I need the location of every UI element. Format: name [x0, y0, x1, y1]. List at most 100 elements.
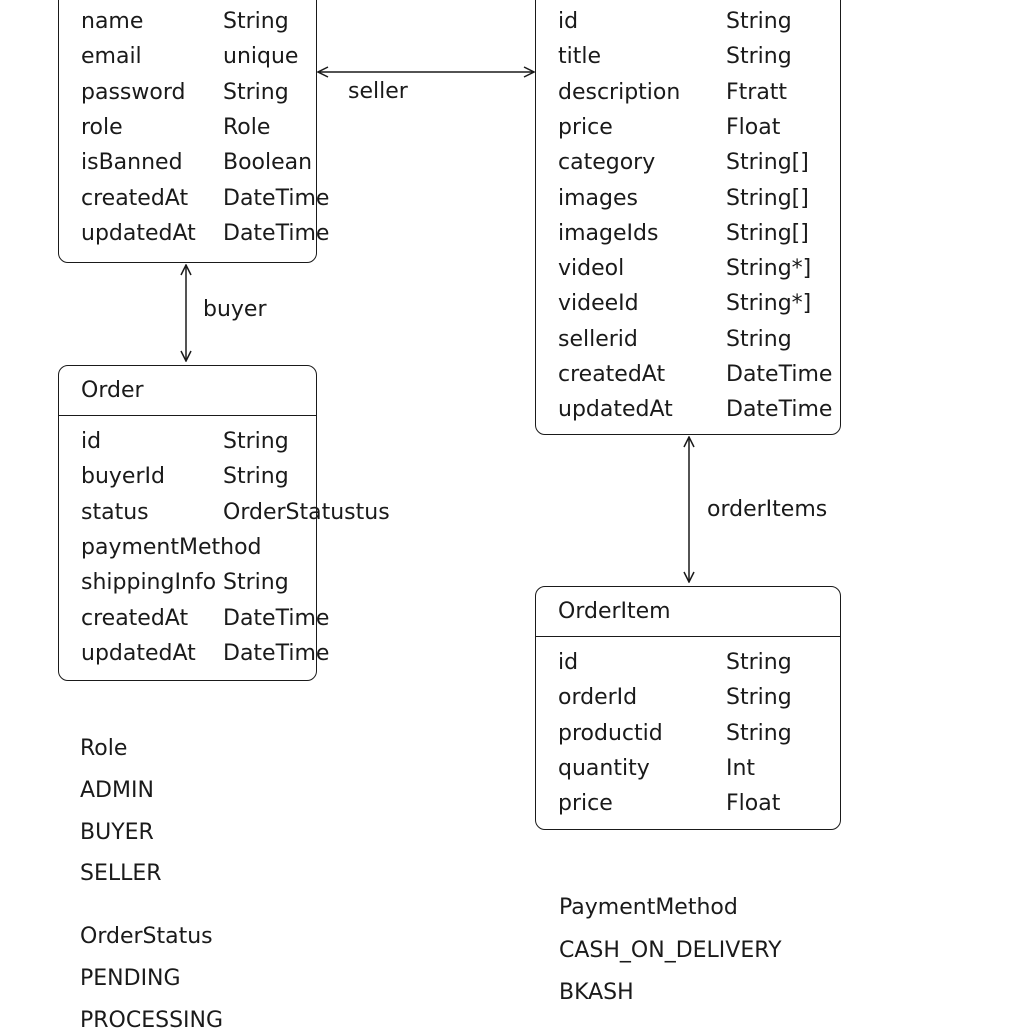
field-type: Float: [726, 791, 781, 817]
field-row: price Float: [536, 113, 840, 148]
field-type: String: [726, 720, 792, 746]
field-type: String*]: [726, 256, 812, 282]
field-name: isBanned: [81, 150, 183, 176]
field-row: orderId String: [536, 683, 840, 718]
field-name: status: [81, 499, 149, 525]
field-type: String: [726, 9, 792, 34]
field-row: videol String*]: [536, 254, 840, 289]
field-name: password: [81, 79, 186, 105]
role-enum-value: BUYER: [80, 820, 154, 845]
field-name: description: [558, 79, 681, 105]
field-row: id String: [59, 427, 316, 462]
buyer-relation-label: buyer: [203, 297, 267, 322]
field-row: description Ftratt: [536, 78, 840, 113]
field-type: String: [726, 44, 792, 70]
field-type: DateTime: [223, 640, 330, 666]
field-row: sellerid String: [536, 325, 840, 360]
field-type: String: [726, 685, 792, 711]
field-name: shippingInfo: [81, 570, 217, 596]
order-items-relation-label: orderItems: [707, 497, 828, 522]
field-type: DateTime: [726, 397, 833, 423]
field-name: id: [81, 429, 102, 454]
payment-method-enum-name: PaymentMethod: [559, 895, 738, 920]
role-enum-value: ADMIN: [80, 778, 154, 803]
order-item-header: OrderItem: [536, 587, 840, 637]
field-type: DateTime: [223, 220, 330, 246]
field-type: unique: [223, 44, 299, 70]
seller-relation-label: seller: [348, 79, 408, 104]
field-name: buyerId: [81, 464, 165, 490]
field-type: String: [223, 429, 289, 454]
field-name: orderId: [558, 685, 638, 711]
field-type: Float: [726, 114, 781, 140]
field-type: DateTime: [223, 185, 330, 211]
field-row: createdAt DateTime: [59, 184, 329, 219]
field-row: price Float: [536, 789, 840, 824]
order-header: Order: [59, 366, 316, 416]
order-title: Order: [81, 378, 144, 403]
field-type: String: [726, 650, 792, 675]
field-row: password String: [59, 78, 316, 113]
field-name: videeId: [558, 291, 639, 317]
order-status-enum-value: PENDING: [80, 966, 181, 991]
order-item-title: OrderItem: [558, 599, 671, 624]
field-row: videeId String*]: [536, 289, 840, 324]
field-name: price: [558, 791, 613, 817]
order-status-enum-value: PROCESSING: [80, 1008, 224, 1033]
field-name: createdAt: [558, 362, 666, 387]
field-name: sellerid: [558, 326, 638, 352]
field-row: images String[]: [536, 184, 840, 219]
field-type: String: [223, 79, 289, 105]
order-status-enum: OrderStatus PENDING PROCESSING: [80, 922, 340, 1033]
field-type: Role: [223, 114, 271, 140]
field-name: paymentMethod: [81, 534, 262, 560]
field-name: images: [558, 185, 638, 211]
payment-method-enum: PaymentMethod CASH_ON_DELIVERY BKASH: [559, 893, 859, 1013]
field-type: DateTime: [223, 605, 330, 631]
field-type: String[]: [726, 185, 809, 211]
field-type: String[]: [726, 220, 809, 246]
field-name: createdAt: [81, 185, 189, 211]
field-row: updatedAt DateTime: [536, 395, 840, 430]
field-name: updatedAt: [558, 397, 673, 423]
field-row: updatedAt DateTime: [59, 219, 329, 254]
field-row: name String: [59, 7, 316, 42]
field-name: name: [81, 9, 144, 34]
field-type: Boolean: [223, 150, 313, 176]
field-type: String: [223, 9, 289, 34]
field-name: role: [81, 114, 123, 140]
field-type: Ftratt: [726, 79, 788, 105]
field-name: videol: [558, 256, 625, 282]
field-row: title String: [536, 42, 840, 77]
field-type: String*]: [726, 291, 812, 317]
field-name: title: [558, 44, 602, 70]
order-status-enum-name: OrderStatus: [80, 924, 213, 949]
field-type: String: [223, 570, 289, 596]
field-type: String: [223, 464, 289, 490]
field-type: Int: [726, 755, 756, 781]
role-enum-name: Role: [80, 736, 128, 761]
field-row: paymentMethod: [59, 533, 316, 568]
field-row: productid String: [536, 719, 840, 754]
role-enum: Role ADMIN BUYER SELLER: [80, 734, 320, 894]
role-enum-value: SELLER: [80, 861, 162, 886]
field-name: productid: [558, 720, 663, 746]
field-name: updatedAt: [81, 220, 196, 246]
field-type: String: [726, 326, 792, 352]
field-name: price: [558, 114, 613, 140]
field-row: buyerId String: [59, 462, 316, 497]
